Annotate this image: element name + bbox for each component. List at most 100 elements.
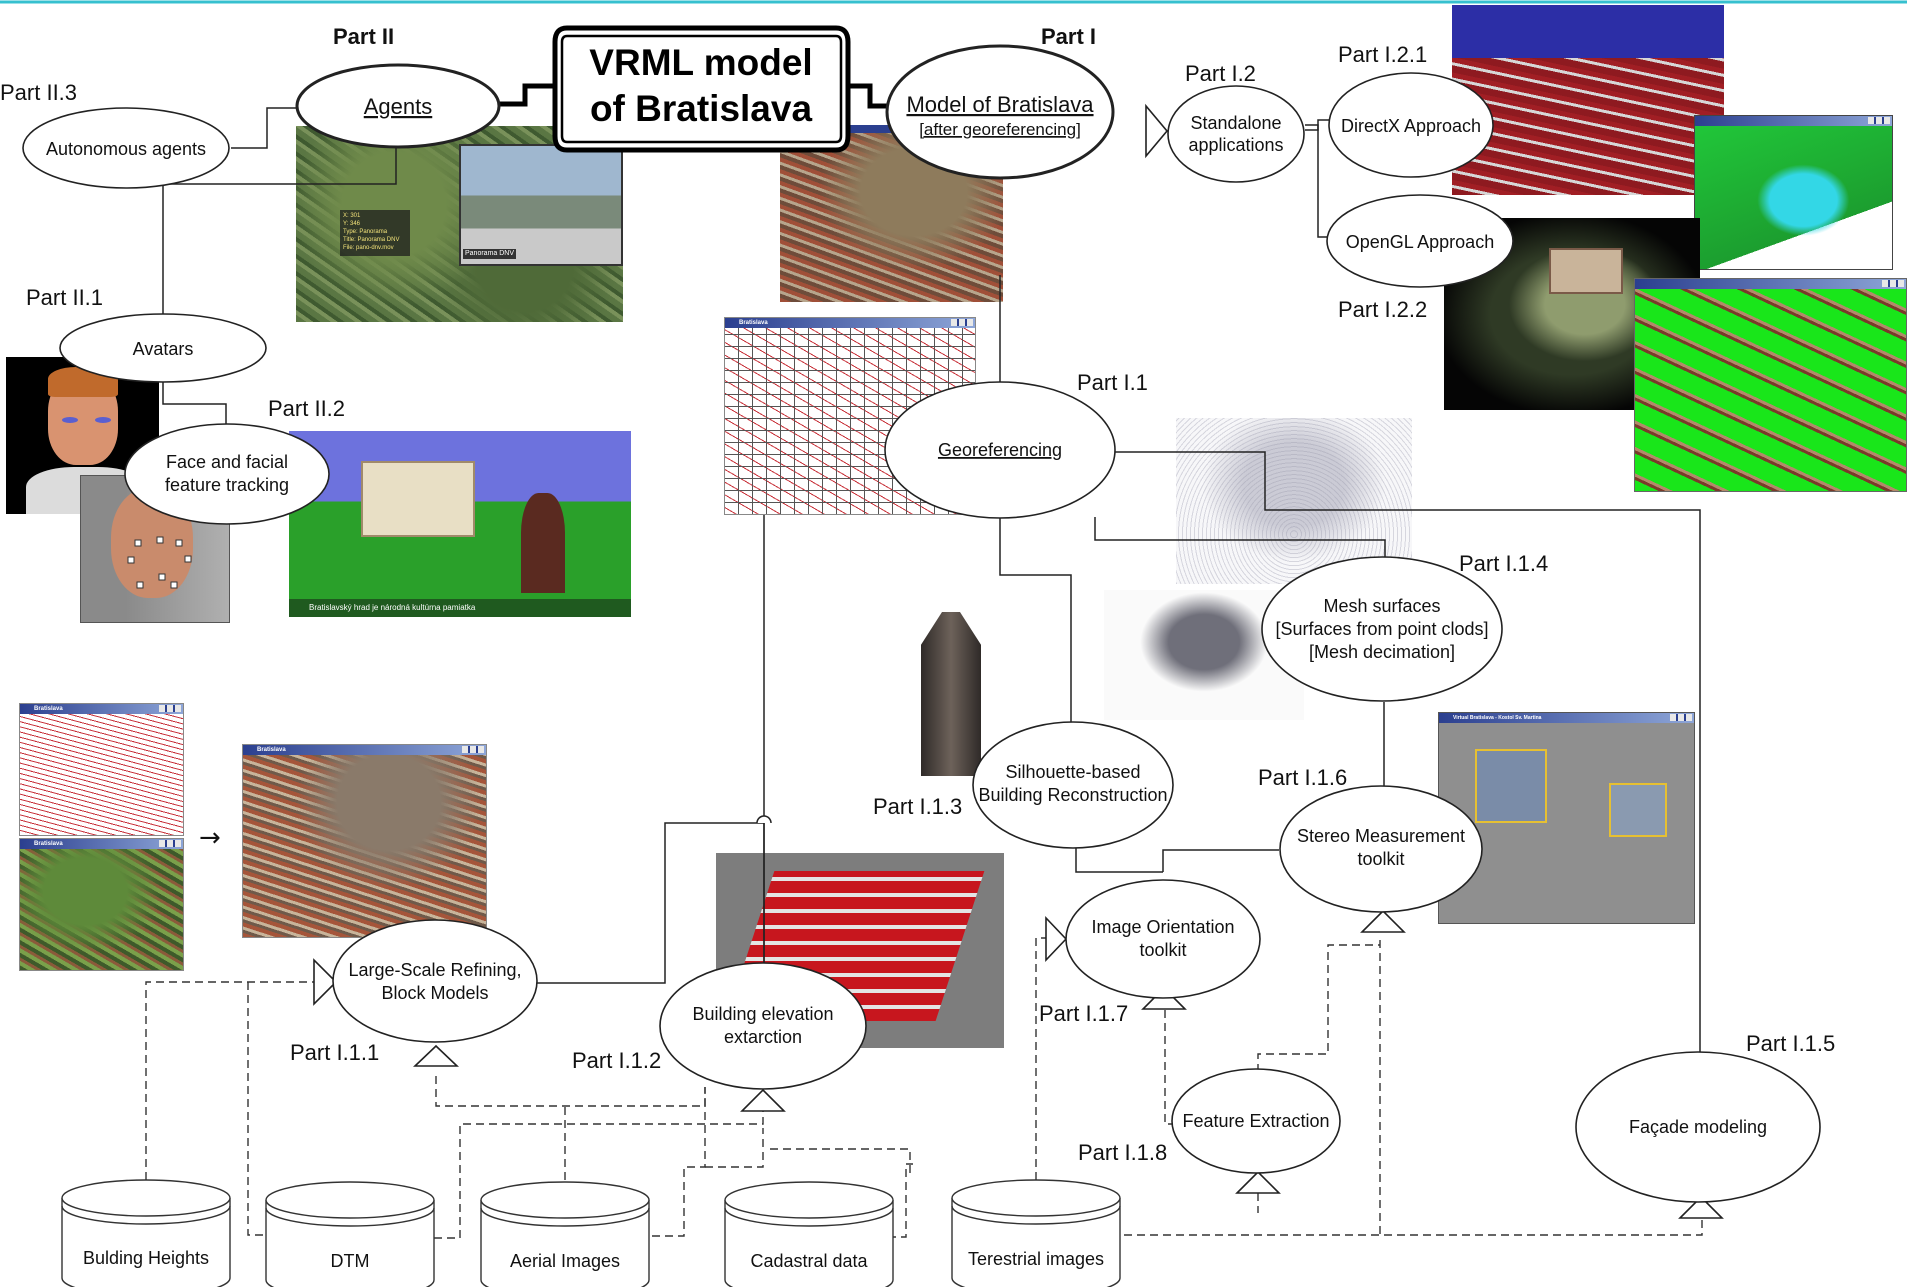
thick-connectors <box>497 83 892 109</box>
part-i-1-label: Part I.1 <box>1077 370 1148 395</box>
vrml-title-box: VRML model of Bratislava <box>552 25 851 153</box>
panorama-caption: Panorama DNV <box>463 249 517 259</box>
castle-model <box>361 461 475 537</box>
aerial-images-label: Aerial Images <box>510 1251 620 1271</box>
tracking-markers <box>127 536 192 589</box>
green-city-screenshot <box>1634 278 1907 492</box>
db-aerial-images[interactable] <box>480 1181 650 1287</box>
face-label-1: Face and facial <box>166 452 288 472</box>
green-textured-terrain-screenshot: Bratislava <box>19 838 184 971</box>
building-heights-label: Bulding Heights <box>83 1248 209 1268</box>
directx-city-screenshot <box>1452 5 1724 195</box>
terrain-window-screenshot <box>1694 115 1893 270</box>
directx-label: DirectX Approach <box>1341 116 1481 136</box>
large-scale-label-2: Block Models <box>381 983 488 1003</box>
part-labels: Part II Part I Part II.3 Part I.2 Part I… <box>0 24 1835 1165</box>
agents-aerial-screenshot: X: 301 Y: 346 Type: Panorama Title: Pano… <box>296 126 623 322</box>
autonomous-agents-label: Autonomous agents <box>46 139 206 159</box>
title-line-1: VRML model <box>589 42 812 83</box>
point-cloud-render <box>1176 418 1412 584</box>
part-i-2-1-label: Part I.2.1 <box>1338 42 1427 67</box>
feature-extraction-node[interactable] <box>1171 1068 1341 1174</box>
part-i-1-7-label: Part I.1.7 <box>1039 1001 1128 1026</box>
part-i-2-2-label: Part I.2.2 <box>1338 297 1427 322</box>
building-elev-label-2: extarction <box>724 1027 802 1047</box>
small-window-title-2: Bratislava <box>34 841 63 847</box>
directx-node[interactable] <box>1328 72 1494 178</box>
model-node[interactable] <box>885 44 1115 180</box>
panorama-window: Panorama DNV <box>459 144 623 266</box>
part-i-2-label: Part I.2 <box>1185 61 1256 86</box>
orientation-label-2: toolkit <box>1139 940 1186 960</box>
standalone-node[interactable] <box>1167 85 1305 183</box>
agent-info-text: X: 301 Y: 346 Type: Panorama Title: Pano… <box>343 213 400 251</box>
building-elev-label-1: Building elevation <box>692 1004 833 1024</box>
georeferencing-label: Georeferencing <box>938 440 1062 460</box>
opengl-node[interactable] <box>1326 194 1514 288</box>
part-i-1-1-label: Part I.1.1 <box>290 1040 379 1065</box>
agent-info-box: X: 301 Y: 346 Type: Panorama Title: Pano… <box>340 210 410 256</box>
castle-building <box>1549 248 1623 294</box>
castle-avatar-scene: Bratislavský hrad je národná kultúrna pa… <box>289 431 631 617</box>
stereo-window-screenshot: Virtual Bratislava - Kostol Sv. Martina <box>1438 712 1695 924</box>
georef-window-title: Bratislava <box>739 320 768 326</box>
facade-label: Façade modeling <box>1629 1117 1767 1137</box>
standalone-label-2: applications <box>1188 135 1283 155</box>
title-line-2: of Bratislava <box>590 88 813 129</box>
avatars-node[interactable] <box>59 313 267 383</box>
tower-render <box>905 600 1000 776</box>
castle-scene-caption: Bratislavský hrad je národná kultúrna pa… <box>309 603 476 612</box>
node-labels: Agents Model of Bratislava [after georef… <box>46 92 1767 1137</box>
model-sublabel: [after georeferencing] <box>919 120 1081 139</box>
feature-extraction-label: Feature Extraction <box>1182 1111 1329 1131</box>
db-terrestrial-images[interactable] <box>951 1179 1121 1287</box>
db-cadastral-data[interactable] <box>724 1181 894 1287</box>
virtual-window-title: Virtual Bratislava - Kostol Sv. Martina <box>1453 715 1542 721</box>
part-i-1-8-label: Part I.1.8 <box>1078 1140 1167 1165</box>
standalone-label-1: Standalone <box>1190 113 1281 133</box>
part-i-1-6-label: Part I.1.6 <box>1258 765 1347 790</box>
silhouette-label-1: Silhouette-based <box>1005 762 1140 782</box>
facade-node[interactable] <box>1575 1051 1821 1203</box>
building-elevation-node[interactable] <box>659 962 867 1090</box>
stereo-node[interactable] <box>1279 785 1483 913</box>
avatar-eyes <box>62 417 111 423</box>
line-hop <box>756 815 772 824</box>
large-scale-label-1: Large-Scale Refining, <box>348 960 521 980</box>
inheritance-triangle-icon <box>313 103 1724 1219</box>
red-wire-terrain-screenshot: Bratislava <box>19 703 184 836</box>
face-label-2: feature tracking <box>165 475 289 495</box>
agents-node[interactable] <box>295 63 501 149</box>
part-i-label: Part I <box>1041 24 1096 49</box>
part-ii-1-label: Part II.1 <box>26 285 103 310</box>
orientation-node[interactable] <box>1065 879 1261 999</box>
mesh-label-3: [Mesh decimation] <box>1309 642 1455 662</box>
part-ii-3-label: Part II.3 <box>0 80 77 105</box>
dtm-label: DTM <box>331 1251 370 1271</box>
refined-city-screenshot: Bratislava <box>242 744 487 938</box>
avatars-label: Avatars <box>133 339 194 359</box>
virtual-guide <box>521 493 565 593</box>
part-ii-2-label: Part II.2 <box>268 396 345 421</box>
silhouette-node[interactable] <box>972 721 1174 849</box>
stereo-label-1: Stereo Measurement <box>1297 826 1465 846</box>
node-ellipses <box>22 44 1821 1203</box>
silhouette-label-2: Building Reconstruction <box>978 785 1167 805</box>
part-i-1-4-label: Part I.1.4 <box>1459 551 1548 576</box>
cadastral-data-label: Cadastral data <box>750 1251 868 1271</box>
part-i-1-2-label: Part I.1.2 <box>572 1048 661 1073</box>
part-ii-label: Part II <box>333 24 394 49</box>
db-building-heights[interactable] <box>61 1179 231 1287</box>
database-labels: Bulding Heights DTM Aerial Images Cadast… <box>83 1248 1104 1271</box>
agents-label: Agents <box>364 94 433 119</box>
opengl-label: OpenGL Approach <box>1346 232 1494 252</box>
db-dtm[interactable] <box>265 1181 435 1287</box>
face-tracking-node[interactable] <box>124 423 330 525</box>
terrestrial-images-label: Terestrial images <box>968 1249 1104 1269</box>
mesh-surfaces-node[interactable] <box>1261 556 1503 702</box>
georeferencing-node[interactable] <box>884 381 1116 519</box>
large-scale-node[interactable] <box>332 919 538 1043</box>
autonomous-agents-node[interactable] <box>22 107 230 189</box>
